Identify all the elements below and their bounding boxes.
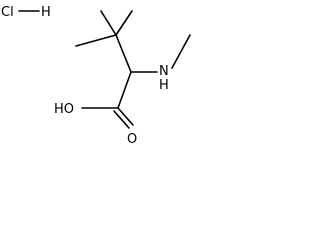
hcl-hydrogen-label: H — [41, 5, 51, 20]
valine-derivative-hydrochloride-structure: Cl H N H HO O — [1, 5, 191, 147]
side-chain-bond — [115, 34, 132, 73]
methyl-bond-left — [100, 10, 117, 36]
carbonyl-o-label: O — [127, 132, 137, 147]
isopropyl-ch-bond — [75, 34, 117, 47]
n-methyl-bond — [171, 34, 191, 69]
amine-n-label: N — [159, 64, 169, 79]
alpha-carboxyl-bond — [117, 71, 132, 109]
amine-h-label: H — [159, 78, 169, 93]
hcl-chlorine-label: Cl — [1, 5, 14, 20]
hydroxyl-label: HO — [54, 102, 74, 117]
carbonyl-double-bond-b — [113, 110, 130, 129]
methyl-bond-right — [115, 10, 133, 36]
carbonyl-double-bond-a — [117, 107, 134, 126]
